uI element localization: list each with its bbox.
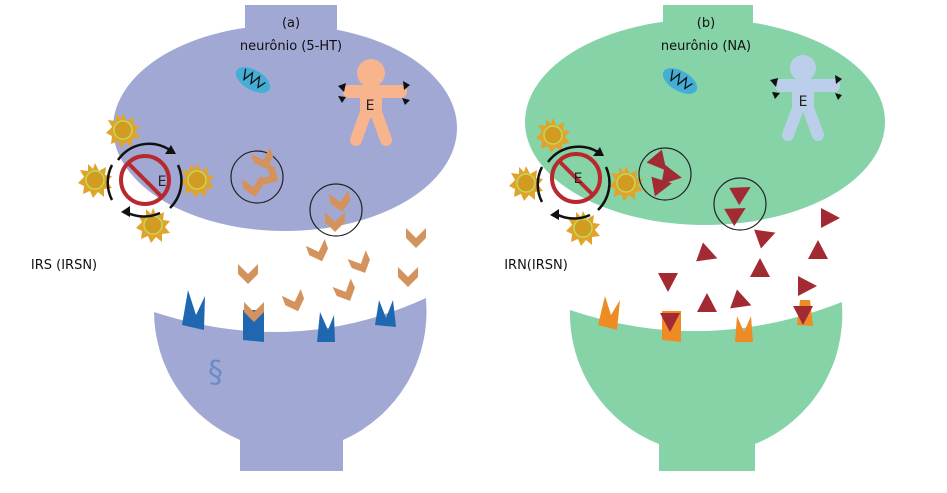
- neurotransmitter-molecule: [281, 289, 308, 315]
- inhibit-icon: [550, 152, 602, 204]
- neurotransmitter-molecule: [305, 239, 332, 265]
- neurotransmitter-molecule: [696, 242, 721, 268]
- panel-a: (a) neurônio (5-HT) E: [31, 5, 457, 471]
- cycle-arrow-icon: [116, 142, 171, 161]
- neurotransmitter-molecule: [398, 267, 418, 287]
- panel-b: (b) neurônio (NA) E: [504, 5, 885, 471]
- sun-transporter-icon: [135, 207, 171, 244]
- neurotransmitter-molecule: [808, 240, 828, 259]
- svg-text:E: E: [799, 94, 808, 110]
- reuptake-transporter-b: E: [508, 117, 644, 247]
- neurotransmitter-molecule: [238, 264, 258, 284]
- neurotransmitter-molecule: [821, 208, 840, 228]
- neuron-label-a: neurônio (5-HT): [240, 39, 342, 54]
- watermark-logo: §: [208, 355, 223, 390]
- reuptake-transporter-a: E: [77, 112, 215, 244]
- binding-site-icon: [338, 83, 346, 92]
- neurotransmitter-molecule: [658, 273, 678, 292]
- receptor-icon: [375, 300, 396, 327]
- postsynaptic-cell-b: [569, 302, 843, 471]
- neurotransmitter-molecule: [754, 223, 779, 249]
- drug-label-a: IRS (IRSN): [31, 258, 97, 273]
- inhibit-icon: [119, 154, 171, 206]
- neuron-label-b: neurônio (NA): [661, 39, 751, 54]
- neurotransmitter-molecule: [406, 228, 426, 248]
- receptor-icon: [182, 290, 205, 330]
- neurotransmitter-molecule: [332, 278, 360, 306]
- receptor-icon: [243, 310, 264, 342]
- sun-transporter-icon: [565, 210, 601, 247]
- neurotransmitter-molecule: [750, 258, 770, 277]
- enzyme-figure-b: E: [770, 55, 842, 141]
- panel-letter-b: (b): [697, 16, 715, 31]
- postsynaptic-cell-a: [154, 298, 427, 471]
- neurotransmitter-molecule: [730, 289, 755, 315]
- drug-label-b: IRN(IRSN): [504, 258, 568, 273]
- svg-text:E: E: [574, 171, 583, 187]
- receptor-icon: [598, 296, 620, 330]
- neurotransmitter-molecule: [697, 293, 717, 312]
- cycle-arrow-icon: [546, 145, 599, 163]
- receptor-icon: [317, 312, 335, 342]
- vesicle-a2: [309, 183, 363, 237]
- svg-text:E: E: [158, 174, 167, 190]
- enzyme-figure-a: E: [338, 59, 410, 146]
- vesicle-b2: [713, 177, 767, 231]
- neurotransmitter-molecule: [798, 276, 817, 296]
- vesicle-a1: [230, 147, 284, 204]
- neurotransmitters-a: [238, 228, 426, 322]
- neurotransmitter-molecule: [347, 250, 375, 278]
- presynaptic-terminal-a: [113, 25, 457, 231]
- vesicle-b1: [638, 147, 692, 201]
- panel-letter-a: (a): [282, 16, 300, 31]
- svg-text:E: E: [366, 98, 375, 114]
- receptor-icon: [735, 316, 753, 342]
- binding-site-icon: [770, 78, 778, 87]
